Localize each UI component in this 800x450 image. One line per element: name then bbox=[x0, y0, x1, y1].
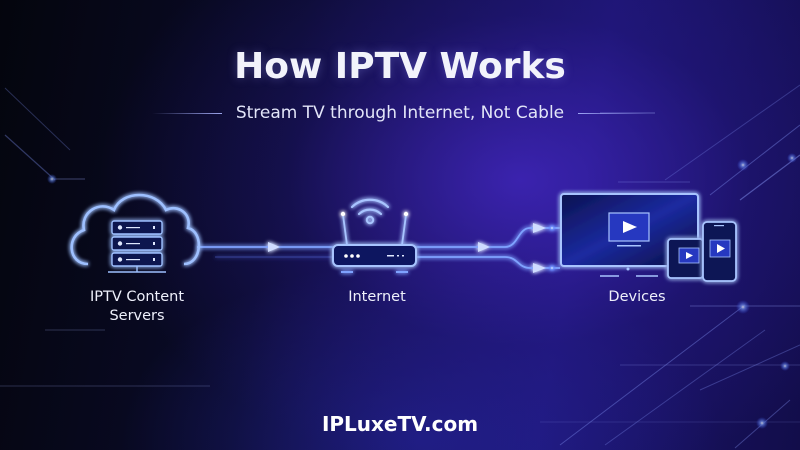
cloud-server-icon bbox=[70, 193, 201, 273]
servers-label-line1: IPTV Content bbox=[89, 289, 185, 305]
divider-right bbox=[578, 112, 649, 114]
divider-left bbox=[151, 112, 222, 114]
devices-label: Devices bbox=[608, 289, 666, 305]
internet-label: Internet bbox=[348, 289, 406, 305]
background-streaks bbox=[0, 84, 800, 449]
arrow-icon bbox=[533, 223, 546, 233]
servers-label: IPTV Content Servers bbox=[57, 288, 217, 326]
subtitle-row: Stream TV through Internet, Not Cable bbox=[0, 103, 800, 123]
tv-tablet-phone-icon bbox=[560, 193, 737, 282]
subtitle: Stream TV through Internet, Not Cable bbox=[235, 103, 565, 123]
page-title: How IPTV Works bbox=[234, 46, 566, 87]
arrow-icon bbox=[478, 242, 490, 252]
arrow-icon bbox=[533, 263, 546, 273]
servers-label-line2: Servers bbox=[109, 308, 165, 324]
connector-internet-to-devices bbox=[412, 223, 560, 273]
wifi-router-icon bbox=[332, 198, 417, 273]
arrow-icon bbox=[268, 242, 280, 252]
connector-servers-to-internet bbox=[197, 242, 334, 258]
brand-footer: IPLuxeTV.com bbox=[321, 412, 479, 436]
